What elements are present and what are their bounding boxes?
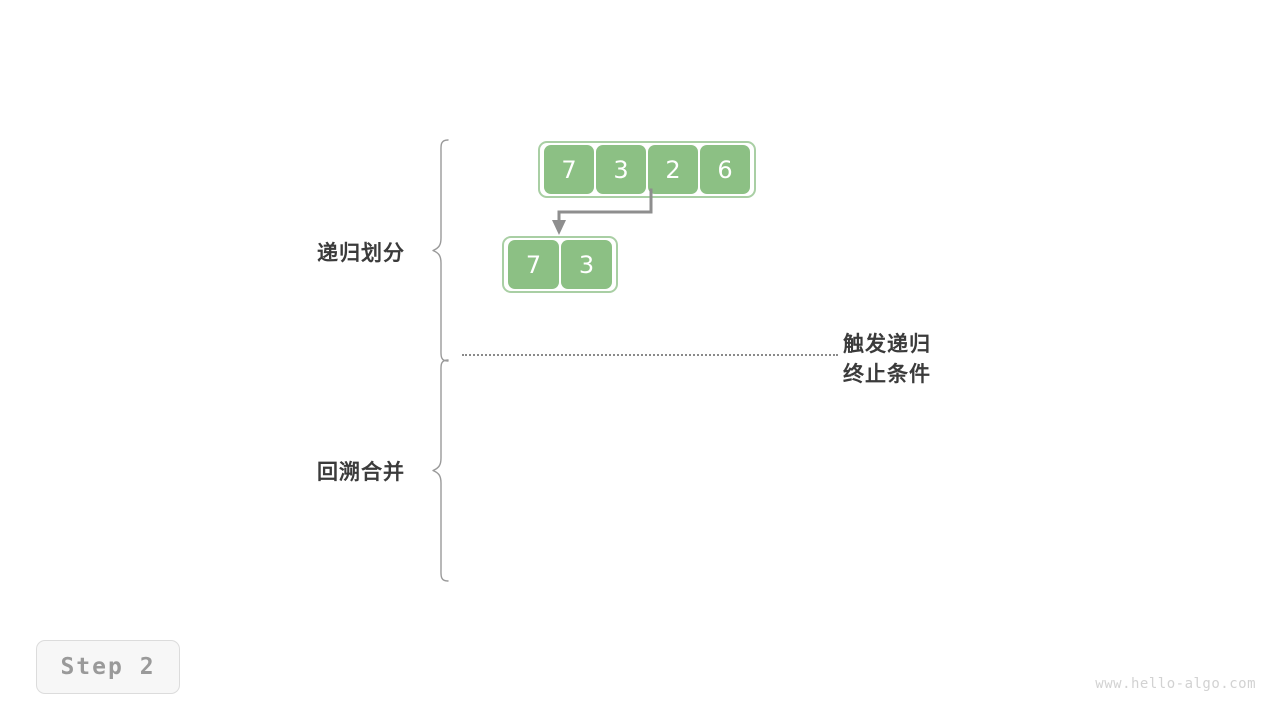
- array-group-root: 7 3 2 6: [538, 141, 756, 198]
- split-arrow-icon: [552, 188, 653, 235]
- watermark: www.hello-algo.com: [1095, 676, 1256, 692]
- termination-note-line-1: 触发递归: [843, 333, 931, 356]
- phase-label-divide: 递归划分: [317, 242, 405, 265]
- array-group-left: 7 3: [502, 236, 618, 293]
- brace-divide: [432, 139, 449, 362]
- array-cell: 7: [544, 145, 594, 194]
- brace-merge: [432, 359, 449, 582]
- phase-label-merge: 回溯合并: [317, 461, 405, 484]
- termination-note-line-2: 终止条件: [843, 363, 931, 386]
- termination-condition-note: 触发递归 终止条件: [843, 330, 931, 390]
- array-cell: 2: [648, 145, 698, 194]
- array-cell: 7: [508, 240, 559, 289]
- array-cell: 3: [561, 240, 612, 289]
- phase-divider-dotted-line: [462, 354, 838, 356]
- step-badge: Step 2: [36, 640, 180, 694]
- array-cell: 3: [596, 145, 646, 194]
- array-cell: 6: [700, 145, 750, 194]
